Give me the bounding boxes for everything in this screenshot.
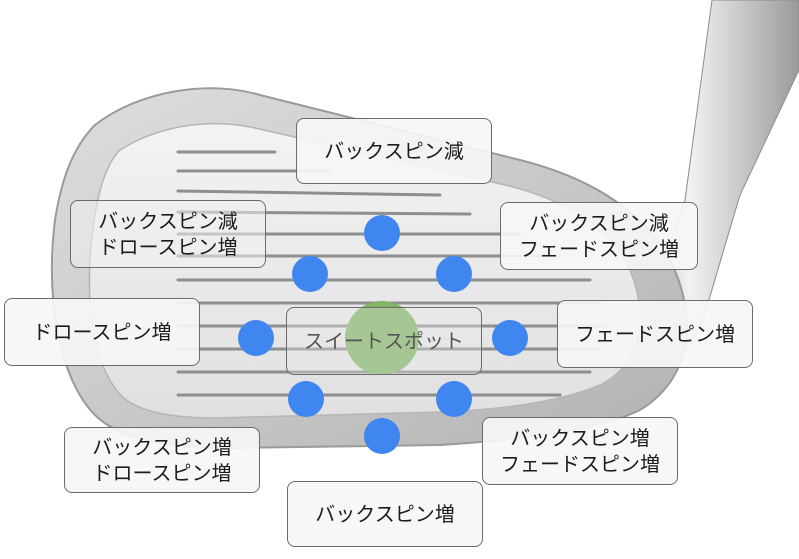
- impact-dot-bottom-right: [436, 381, 472, 417]
- label-top: バックスピン減: [296, 118, 492, 184]
- sweet-spot-marker: [345, 301, 419, 375]
- impact-dot-bottom-left: [288, 381, 324, 417]
- impact-dot-top: [364, 215, 400, 251]
- label-top-left: バックスピン減 ドロースピン増: [70, 200, 266, 268]
- impact-dot-right: [492, 320, 528, 356]
- impact-dot-top-right: [436, 256, 472, 292]
- label-bottom-left: バックスピン増 ドロースピン増: [64, 427, 260, 493]
- impact-dot-left: [238, 320, 274, 356]
- impact-dot-top-left: [292, 256, 328, 292]
- label-bottom-right: バックスピン増 フェードスピン増: [482, 417, 678, 485]
- label-right: フェードスピン増: [557, 300, 753, 368]
- impact-dot-bottom: [364, 418, 400, 454]
- label-sweet-spot: スイートスポット: [286, 307, 482, 375]
- label-bottom: バックスピン増: [287, 481, 483, 547]
- label-top-right: バックスピン減 フェードスピン増: [500, 202, 698, 270]
- label-left: ドロースピン増: [4, 298, 200, 366]
